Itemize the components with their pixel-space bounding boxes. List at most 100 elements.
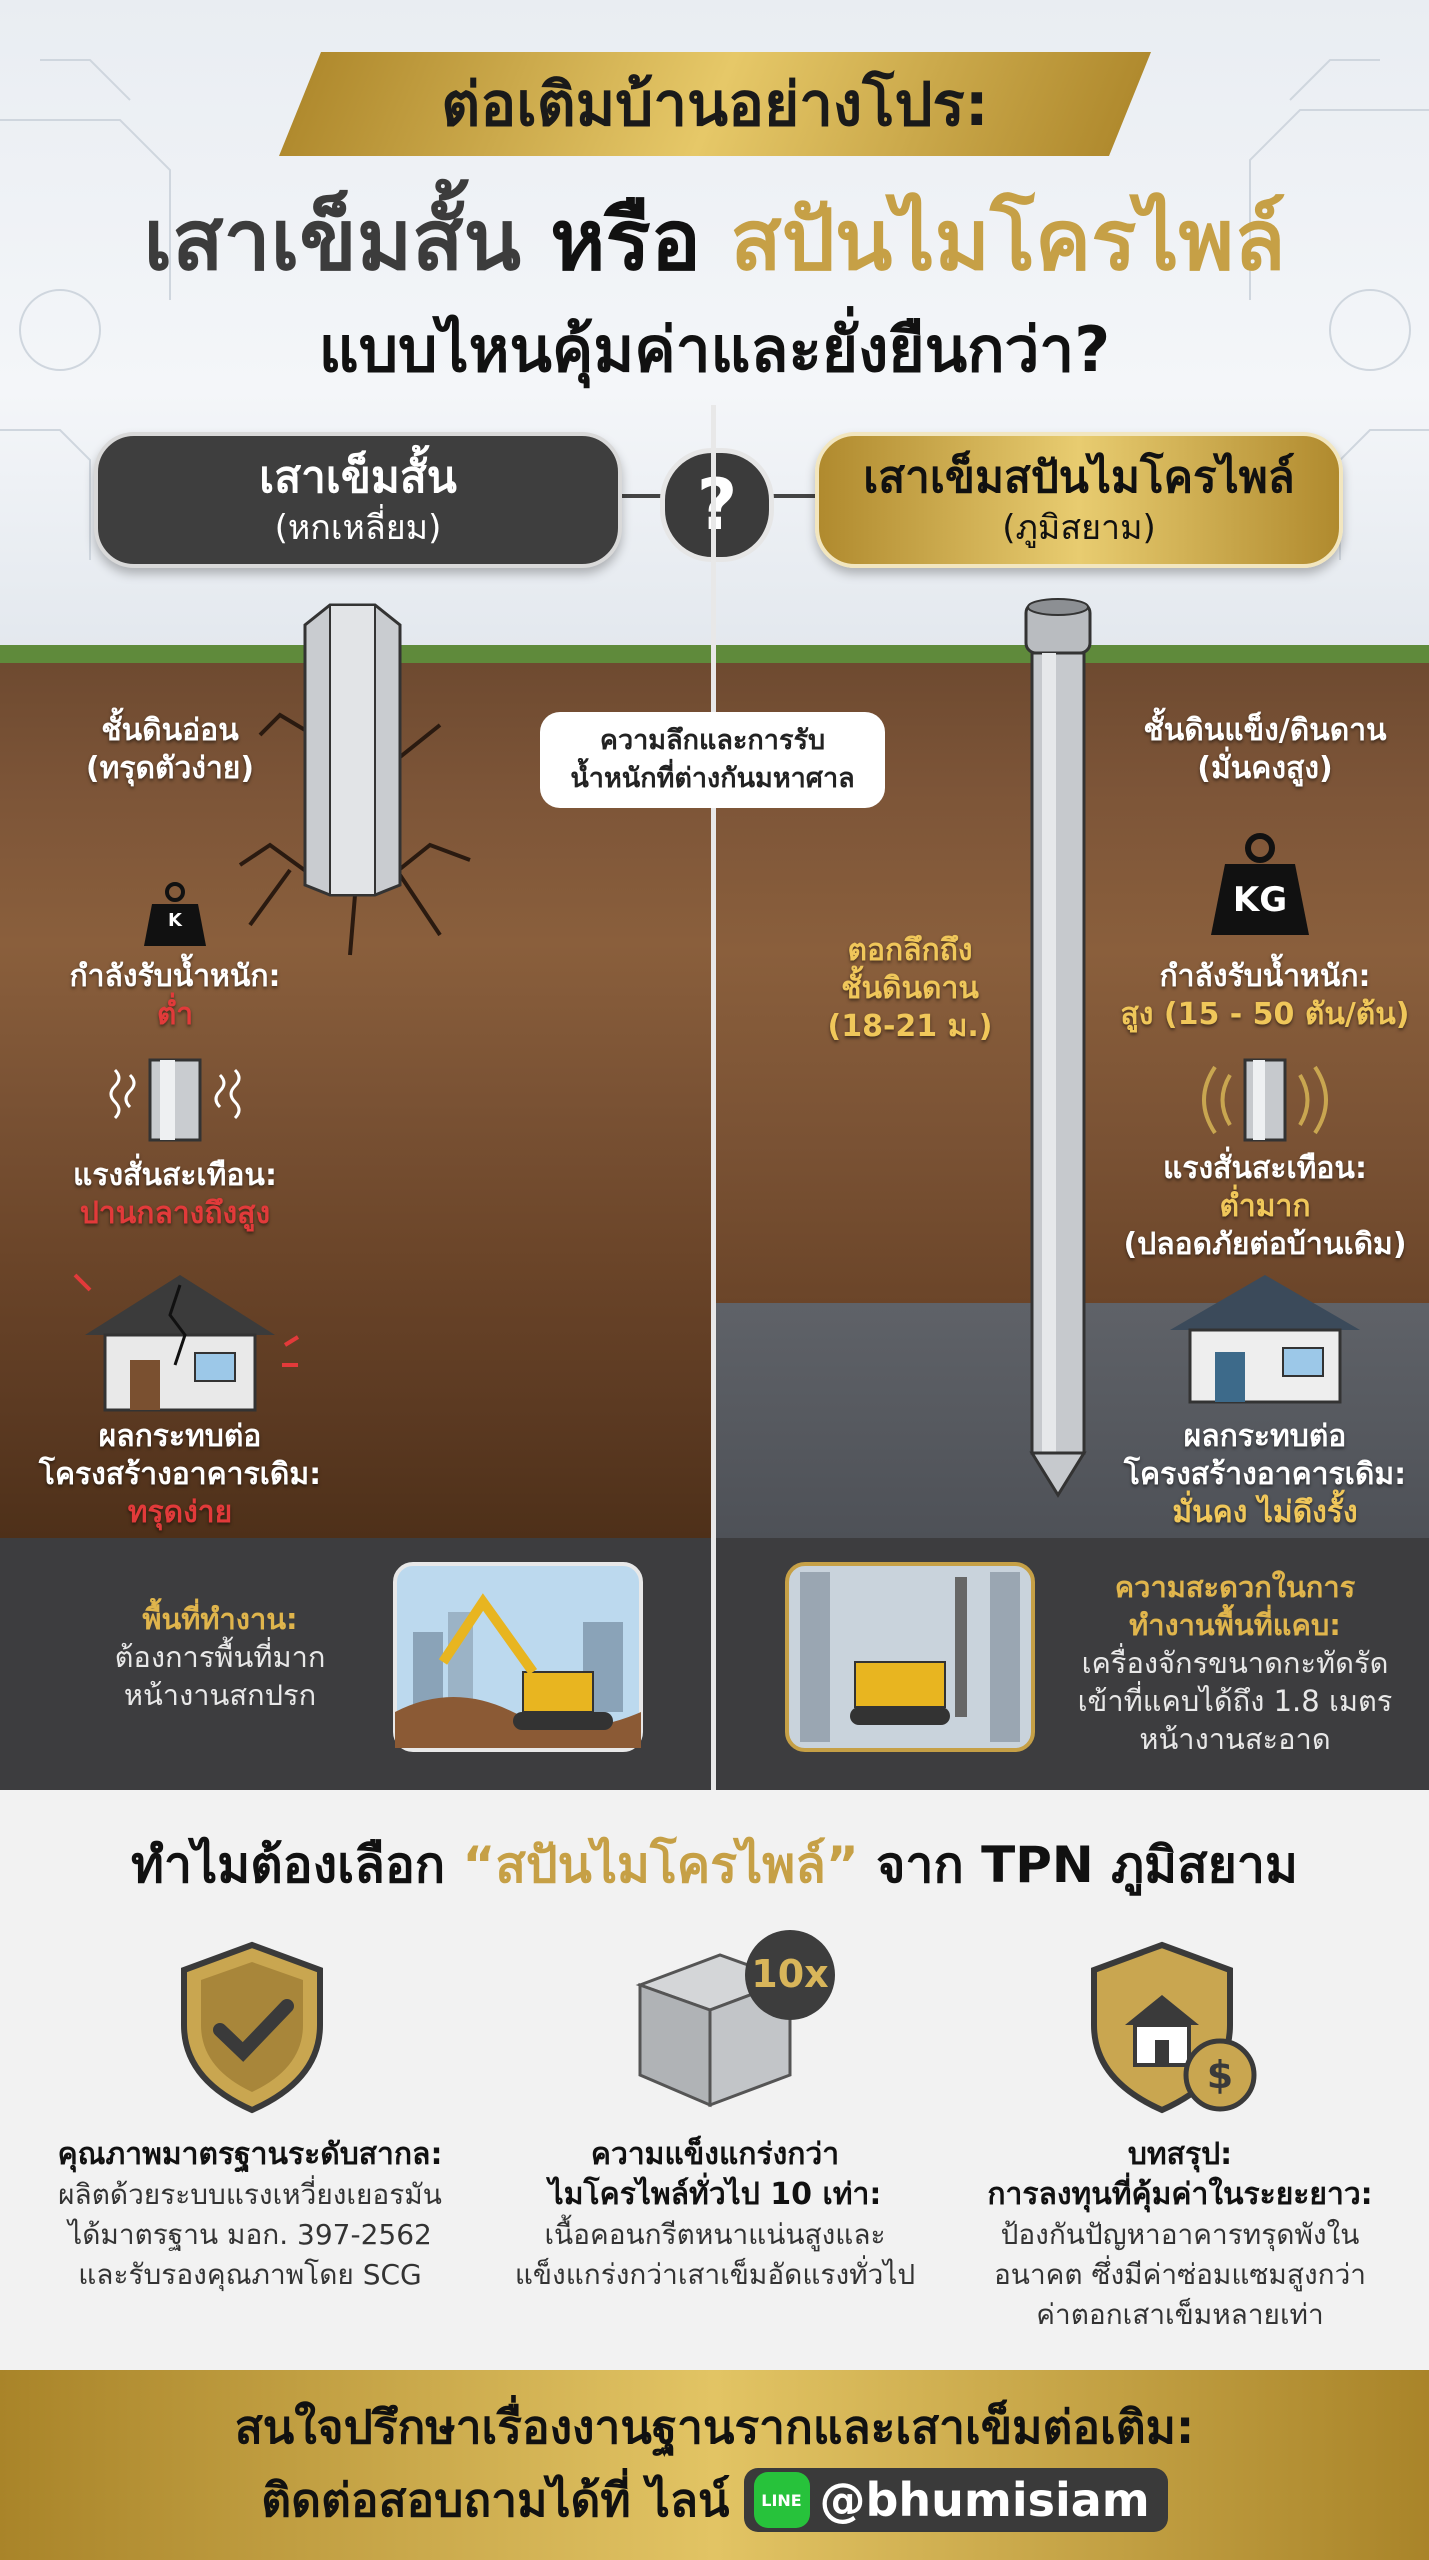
why-title-highlight: “สปันไมโครไพล์”: [462, 1836, 859, 1894]
impact-label-1: ผลกระทบต่อ: [1183, 1419, 1347, 1454]
work-line-1: เครื่องจักรขนาดกะทัดรัด: [1081, 1646, 1389, 1680]
title-spun-micropile: สปันไมโครไพล์: [730, 191, 1286, 289]
soil-sub-text: (มั่นคงสูง): [1197, 751, 1333, 786]
title-or: หรือ: [550, 191, 702, 289]
why-line: เนื้อคอนกรีตหนาแน่นสูงและ: [544, 2218, 886, 2251]
pill-subtitle: (หกเหลี่ยม): [274, 508, 442, 548]
excavator-illustration: [393, 1562, 643, 1752]
why-item-investment: บทสรุป: การลงทุนที่คุ้มค่าในระยะยาว: ป้อ…: [960, 2135, 1400, 2335]
work-title-1: ความสะดวกในการ: [1114, 1570, 1356, 1604]
soft-soil-label: ชั้นดินอ่อน (ทรุดตัวง่าย): [40, 712, 300, 788]
work-left-text: พื้นที่ทำงาน: ต้องการพื้นที่มาก หน้างานส…: [60, 1600, 380, 1714]
micropile-pill: เสาเข็มสปันไมโครไพล์ (ภูมิสยาม): [815, 432, 1343, 568]
low-vibration-icon: [1202, 1058, 1328, 1142]
why-line: ป้องกันปัญหาอาคารทรุดพังใน: [1000, 2218, 1360, 2251]
center-divider: [711, 405, 716, 1790]
footer-line-1: สนใจปรึกษาเรื่องงานฐานรากและเสาเข็มต่อเต…: [234, 2400, 1195, 2454]
load-capacity-left: กำลังรับน้ำหนัก: ต่ำ: [30, 958, 320, 1034]
depth-line-1: ตอกลึกถึง: [847, 933, 973, 968]
why-item-quality: คุณภาพมาตรฐานระดับสากล: ผลิตด้วยระบบแรงเ…: [30, 2135, 470, 2295]
pill-subtitle: (ภูมิสยาม): [1002, 508, 1156, 548]
connector-line-left: [614, 494, 664, 498]
banner-title: ต่อเติมบ้านอย่างโปร:: [441, 70, 989, 140]
why-heading-1: บทสรุป:: [1127, 2137, 1233, 2172]
circuit-pattern: [0, 59, 1429, 560]
vibration-right: แรงสั่นสะเทือน: ต่ำมาก (ปลอดภัยต่อบ้านเด…: [1110, 1150, 1420, 1264]
stable-house-icon: [1170, 1275, 1360, 1404]
why-title-post: จาก TPN ภูมิสยาม: [858, 1836, 1298, 1894]
why-title-pre: ทำไมต้องเลือก: [131, 1836, 463, 1894]
load-value: สูง (15 - 50 ตัน/ต้น): [1120, 997, 1410, 1032]
line-handle: @bhumisiam: [819, 2473, 1150, 2527]
work-line-2: เข้าที่แคบได้ถึง 1.8 เมตร: [1077, 1684, 1393, 1718]
why-line: แข็งแกร่งกว่าเสาเข็มอัดแรงทั่วไป: [514, 2258, 916, 2291]
work-line-2: หน้างานสกปรก: [123, 1678, 317, 1712]
impact-value: มั่นคง ไม่ดึงรั้ง: [1172, 1495, 1358, 1530]
why-heading-2: ไมโครไพล์ทั่วไป 10 เท่า:: [548, 2177, 882, 2212]
cracked-house-icon: [73, 1273, 300, 1412]
footer-contact: ติดต่อสอบถามได้ที่ ไลน์ LINE @bhumisiam: [0, 2465, 1429, 2535]
vibration-icon: [109, 1058, 241, 1142]
spun-micropile-icon: [1024, 598, 1092, 1498]
vibration-value: ปานกลางถึงสูง: [79, 1196, 271, 1231]
soil-label-text: ชั้นดินแข็ง/ดินดาน: [1143, 713, 1387, 748]
impact-right: ผลกระทบต่อ โครงสร้างอาคารเดิม: มั่นคง ไม…: [1110, 1418, 1420, 1532]
why-heading-2: การลงทุนที่คุ้มค่าในระยะยาว:: [987, 2177, 1373, 2212]
why-line: อนาคต ซึ่งมีค่าซ่อมแซมสูงกว่า: [993, 2258, 1367, 2291]
why-line: ค่าตอกเสาเข็มหลายเท่า: [1036, 2298, 1324, 2331]
why-heading-1: ความแข็งแกร่งกว่า: [590, 2137, 840, 2172]
question-icon: ?: [660, 448, 774, 562]
work-title-2: ทำงานพื้นที่แคบ:: [1129, 1608, 1341, 1642]
shield-house-money-icon: $: [1091, 1941, 1257, 2114]
callout-line-1: ความลึกและการรับ: [599, 725, 826, 756]
load-label: กำลังรับน้ำหนัก:: [69, 959, 281, 994]
impact-label-2: โครงสร้างอาคารเดิม:: [1123, 1457, 1407, 1492]
work-line-3: หน้างานสะอาด: [1139, 1722, 1331, 1756]
shield-check-icon: [181, 1941, 323, 2114]
vibration-left: แรงสั่นสะเทือน: ปานกลางถึงสูง: [40, 1157, 310, 1233]
load-label: กำลังรับน้ำหนัก:: [1159, 959, 1371, 994]
depth-value: (18-21 ม.): [827, 1009, 993, 1044]
vibration-label: แรงสั่นสะเทือน:: [73, 1158, 277, 1193]
load-capacity-right: กำลังรับน้ำหนัก: สูง (15 - 50 ตัน/ต้น): [1110, 958, 1420, 1034]
subtitle: แบบไหนคุ้มค่าและยั่งยืนกว่า?: [318, 313, 1111, 386]
weight-icon-label: K: [168, 910, 182, 931]
work-title: พื้นที่ทำงาน:: [142, 1602, 298, 1636]
footer-background: [0, 2370, 1429, 2560]
impact-label-2: โครงสร้างอาคารเดิม:: [38, 1457, 322, 1492]
main-title: เสาเข็มสั้น หรือ สปันไมโครไพล์: [0, 180, 1429, 300]
vibration-label: แรงสั่นสะเทือน:: [1163, 1151, 1367, 1186]
compact-machine-illustration: [785, 1562, 1035, 1752]
hexagonal-pile-icon: [238, 603, 471, 956]
soil-label-text: ชั้นดินอ่อน: [101, 713, 239, 748]
short-pile-pill: เสาเข็มสั้น (หกเหลี่ยม): [94, 432, 622, 568]
why-title: ทำไมต้องเลือก “สปันไมโครไพล์” จาก TPN ภู…: [0, 1830, 1429, 1900]
work-line-1: ต้องการพื้นที่มาก: [114, 1640, 326, 1674]
ten-x-badge: 10x: [751, 1952, 829, 1996]
soil-sub-text: (ทรุดตัวง่าย): [85, 751, 255, 786]
footer-line-2: ติดต่อสอบถามได้ที่ ไลน์: [261, 2472, 730, 2527]
why-line: และรับรองคุณภาพโดย SCG: [78, 2258, 422, 2291]
impact-label-1: ผลกระทบต่อ: [98, 1419, 262, 1454]
pill-title: เสาเข็มสปันไมโครไพล์: [863, 452, 1295, 503]
connector-line-right: [764, 494, 816, 498]
why-line: ผลิตด้วยระบบแรงเหวี่ยงเยอรมัน: [58, 2178, 442, 2211]
weight-icon: [144, 882, 206, 946]
depth-callout: ความลึกและการรับ น้ำหนักที่ต่างกันมหาศาล: [540, 712, 885, 808]
svg-text:$: $: [1207, 2053, 1233, 2097]
weight-icon-label: KG: [1232, 880, 1288, 920]
title-short-pile: เสาเข็มสั้น: [143, 191, 521, 289]
why-item-strength: ความแข็งแกร่งกว่า ไมโครไพล์ทั่วไป 10 เท่…: [495, 2135, 935, 2295]
hard-soil-label: ชั้นดินแข็ง/ดินดาน (มั่นคงสูง): [1110, 712, 1420, 788]
why-line: ได้มาตรฐาน มอก. 397-2562: [68, 2218, 432, 2251]
vibration-value: ต่ำมาก: [1219, 1189, 1311, 1224]
impact-value: ทรุดง่าย: [127, 1495, 233, 1530]
depth-label: ตอกลึกถึง ชั้นดินดาน (18-21 ม.): [820, 932, 1000, 1046]
why-heading: คุณภาพมาตรฐานระดับสากล:: [57, 2137, 443, 2172]
impact-left: ผลกระทบต่อ โครงสร้างอาคารเดิม: ทรุดง่าย: [30, 1418, 330, 1532]
concrete-cube-icon: [635, 1930, 835, 2108]
depth-line-2: ชั้นดินดาน: [841, 971, 979, 1006]
line-contact-button[interactable]: LINE @bhumisiam: [743, 2468, 1168, 2532]
pill-title: เสาเข็มสั้น: [259, 452, 457, 503]
work-right-text: ความสะดวกในการ ทำงานพื้นที่แคบ: เครื่องจ…: [1065, 1568, 1405, 1758]
